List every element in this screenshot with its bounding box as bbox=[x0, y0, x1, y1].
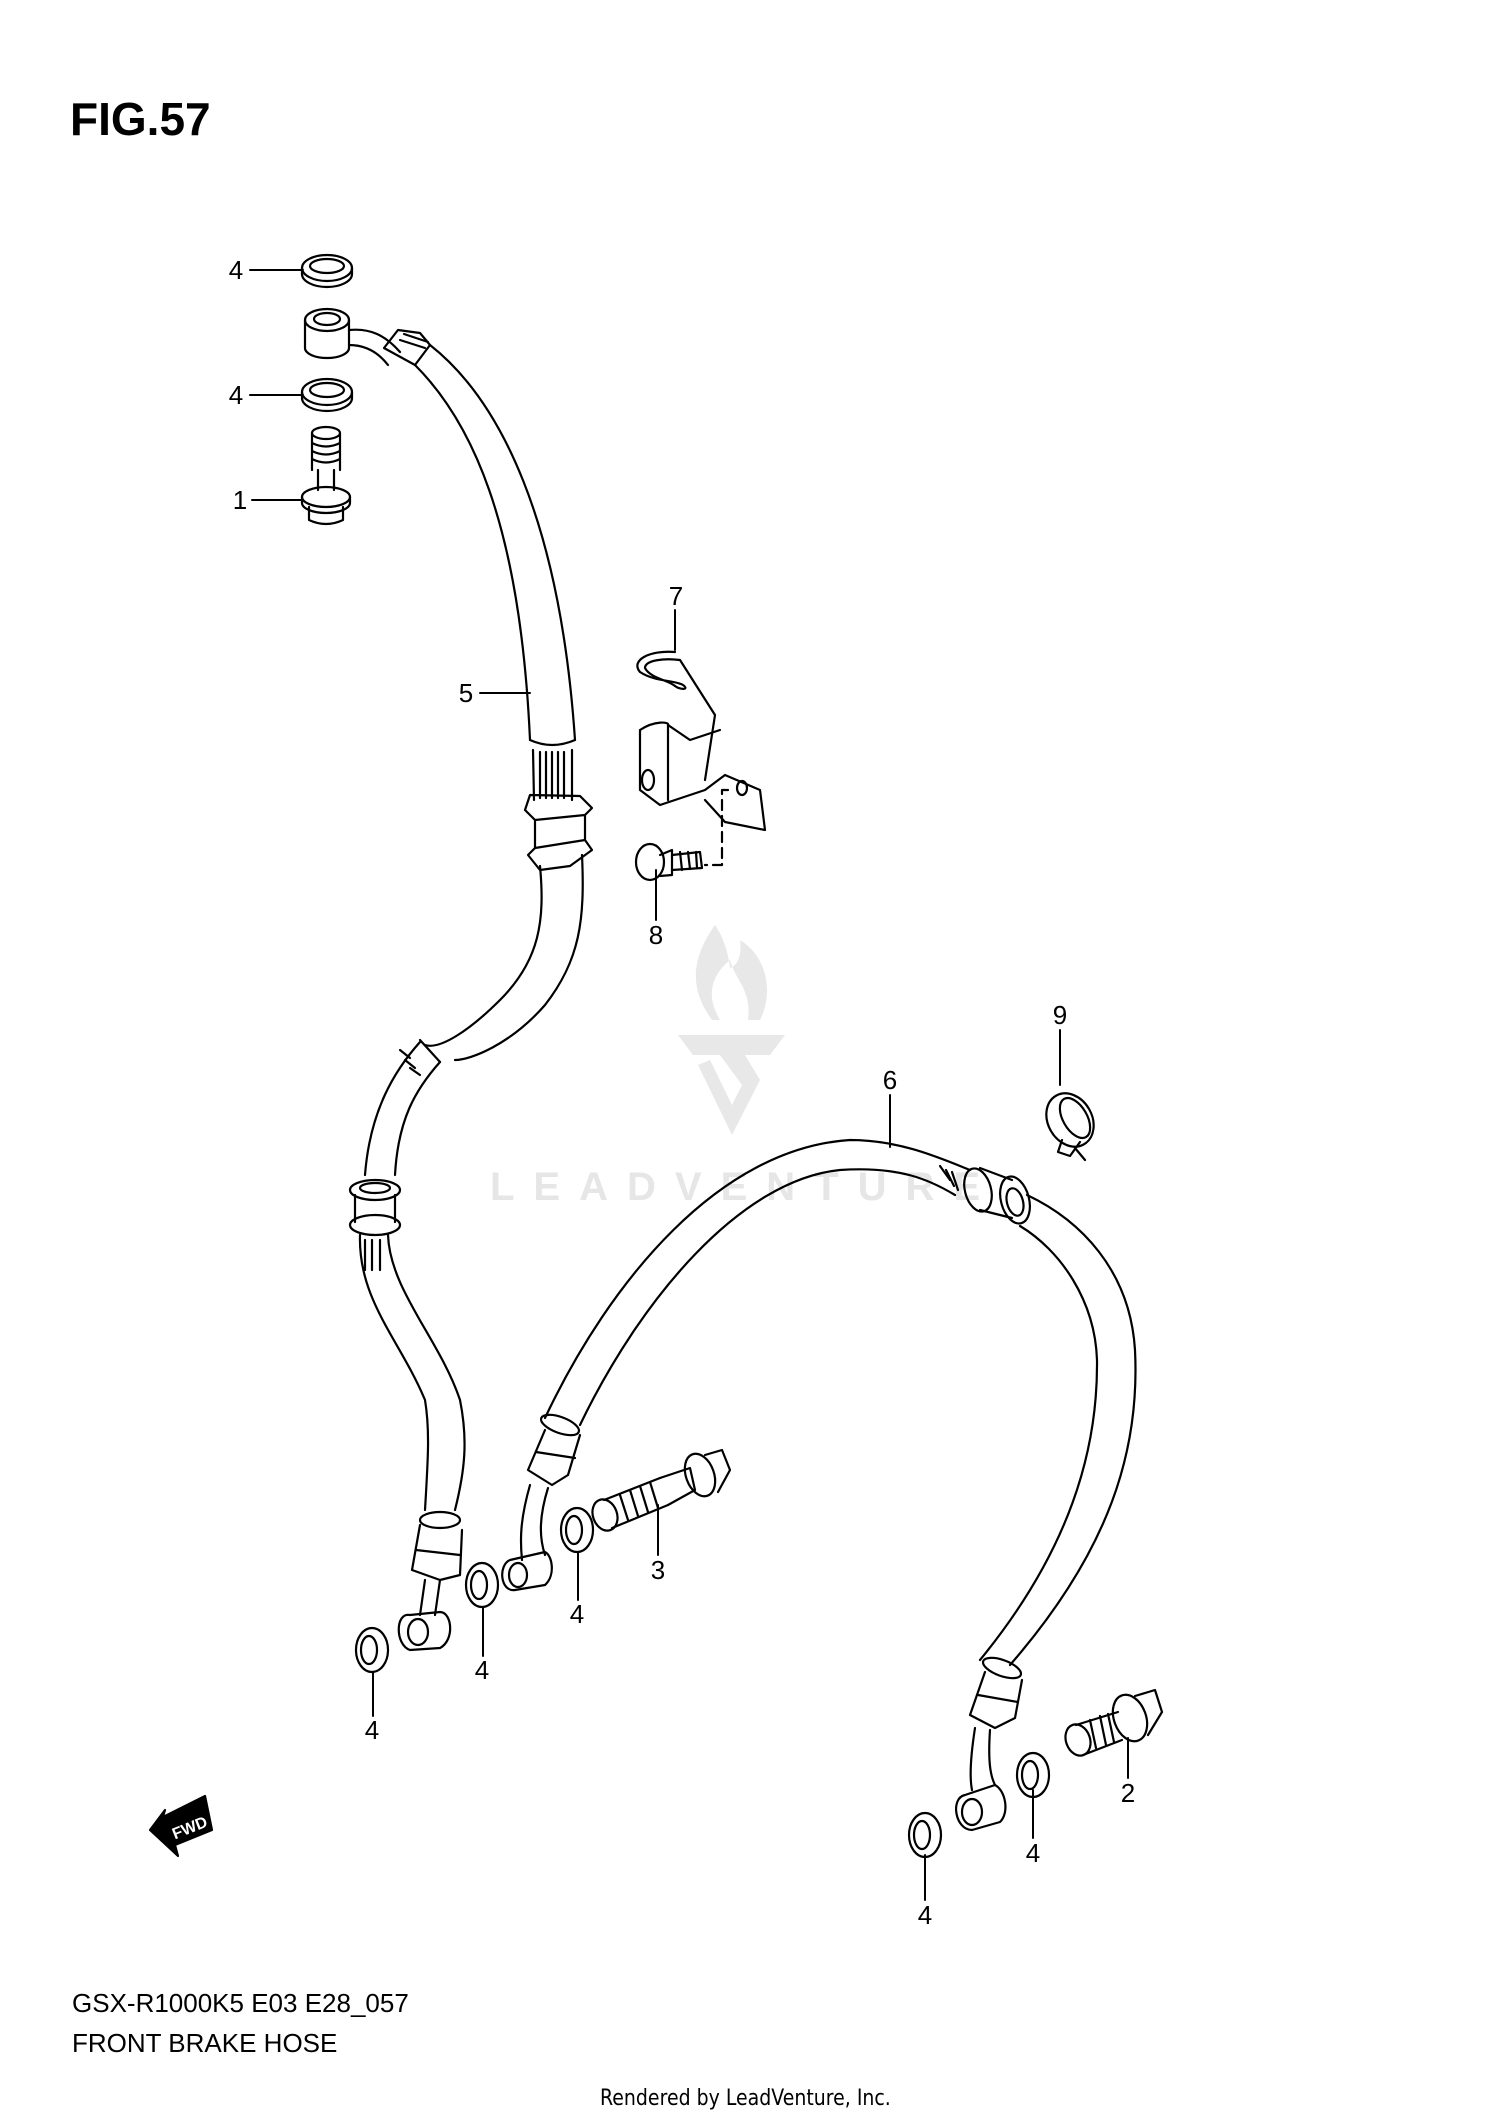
callout-4-washer: 4 bbox=[364, 1715, 380, 1745]
washer-lower-1 bbox=[354, 1626, 390, 1674]
hose-clamp-9 bbox=[1045, 1092, 1095, 1162]
callout-4-washer: 4 bbox=[1025, 1838, 1041, 1868]
brake-hose-6 bbox=[501, 1138, 1137, 1832]
union-bolt-1 bbox=[300, 425, 352, 526]
callout-1-union-bolt: 1 bbox=[232, 485, 248, 515]
forward-arrow-icon: FWD bbox=[148, 1794, 214, 1858]
banjo-fitting-top bbox=[303, 307, 402, 367]
washer-lower-2 bbox=[464, 1561, 500, 1609]
callout-2-union-bolt: 2 bbox=[1120, 1778, 1136, 1808]
leader-lines bbox=[249, 269, 1129, 1901]
figure-title: FIG.57 bbox=[70, 93, 211, 145]
section-name: FRONT BRAKE HOSE bbox=[72, 2028, 338, 2058]
brake-hose-5 bbox=[348, 328, 594, 1652]
callout-3-union-bolt: 3 bbox=[650, 1555, 666, 1585]
model-code: GSX-R1000K5 E03 E28_057 bbox=[72, 1988, 409, 2018]
callout-4-washer: 4 bbox=[917, 1900, 933, 1930]
washer-top-2 bbox=[300, 377, 354, 413]
callout-6-lower-brake-hose: 6 bbox=[882, 1065, 898, 1095]
bracket-bolt-guide bbox=[703, 788, 730, 867]
union-bolt-2 bbox=[1064, 1688, 1164, 1757]
callout-4-washer: 4 bbox=[474, 1655, 490, 1685]
rendered-by-footer: Rendered by LeadVenture, Inc. bbox=[600, 2086, 891, 2111]
hose-bracket-7 bbox=[636, 650, 767, 832]
washer-right-1 bbox=[907, 1811, 943, 1859]
callout-4-washer: 4 bbox=[569, 1599, 585, 1629]
callout-7-hose-bracket: 7 bbox=[668, 581, 684, 611]
callout-8-bracket-bolt: 8 bbox=[648, 920, 664, 950]
callout-4-washer: 4 bbox=[228, 380, 244, 410]
union-bolt-3 bbox=[591, 1448, 732, 1532]
callout-9-hose-clamp: 9 bbox=[1052, 1000, 1068, 1030]
watermark-logo-icon bbox=[678, 925, 785, 1135]
washer-right-2 bbox=[1015, 1751, 1051, 1799]
washer-lower-3 bbox=[559, 1506, 595, 1554]
callout-5-upper-brake-hose: 5 bbox=[458, 678, 474, 708]
bracket-bolt-8 bbox=[634, 842, 704, 882]
washer-top-1 bbox=[300, 253, 354, 289]
callout-4-washer: 4 bbox=[228, 255, 244, 285]
